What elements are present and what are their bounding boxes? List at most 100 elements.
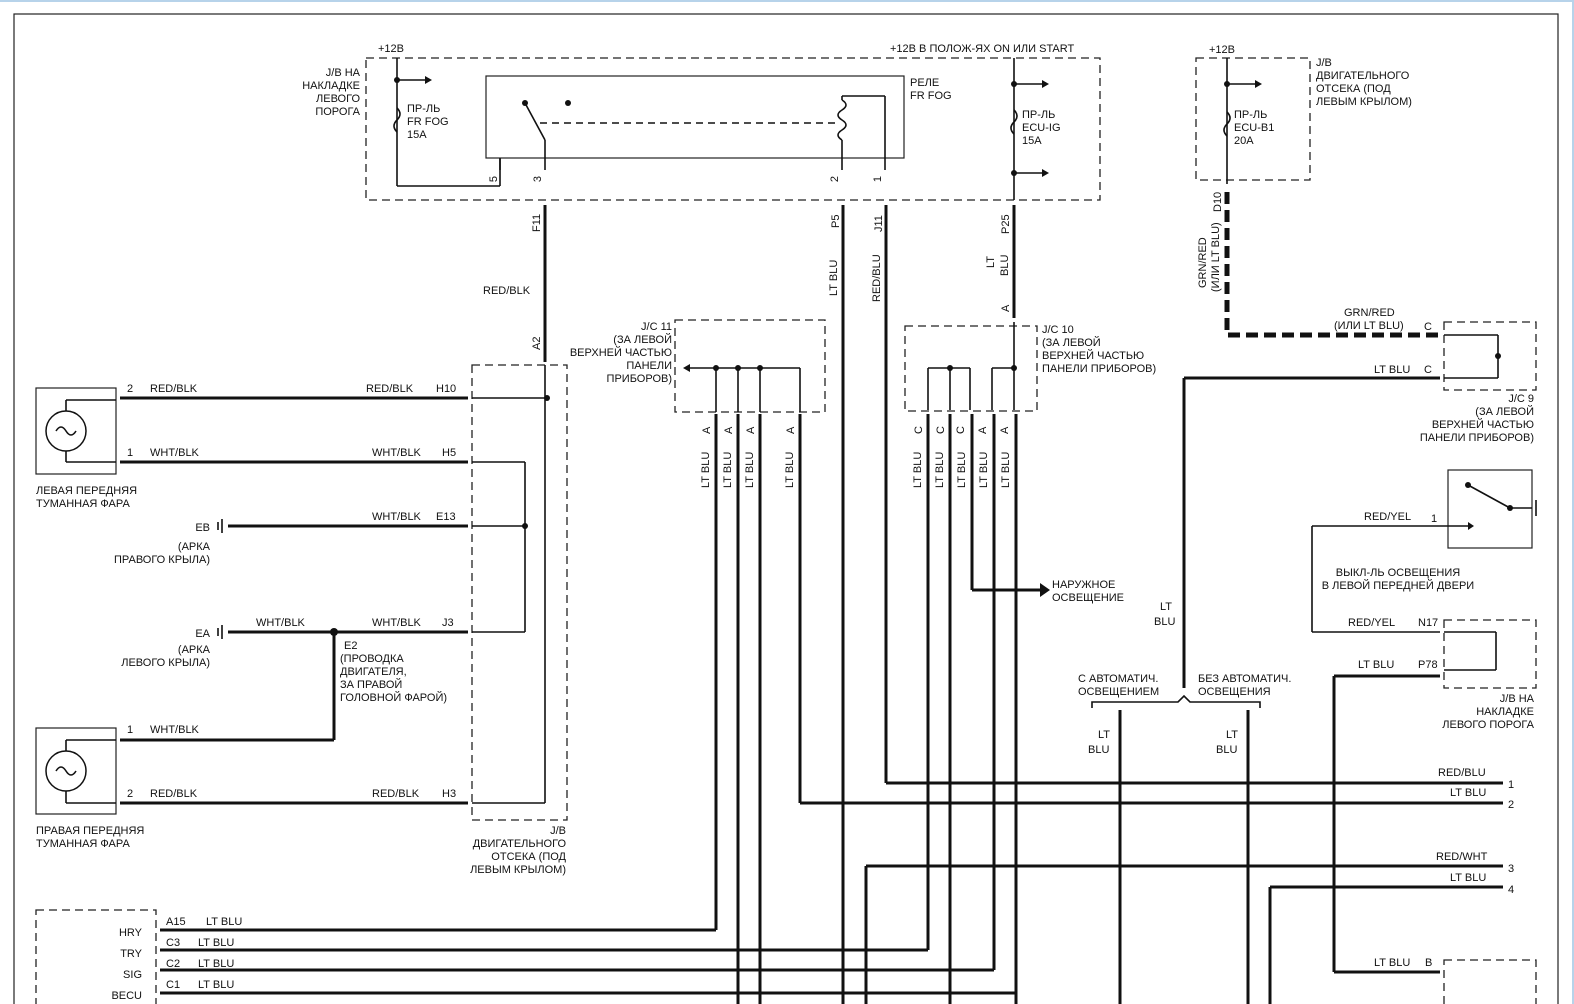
svg-text:J/B: J/B [550,825,566,837]
svg-text:WHT/BLK: WHT/BLK [150,447,200,459]
svg-text:НАКЛАДКЕ: НАКЛАДКЕ [302,80,360,92]
svg-text:БЕЗ АВТОМАТИЧ.: БЕЗ АВТОМАТИЧ. [1198,673,1291,685]
svg-text:ЛЕВОГО: ЛЕВОГО [316,93,360,105]
svg-text:C1: C1 [166,979,180,991]
svg-text:B: B [1425,957,1432,969]
svg-text:РЕЛЕ: РЕЛЕ [910,77,939,89]
svg-text:(ЗА ЛЕВОЙ: (ЗА ЛЕВОЙ [1042,336,1101,349]
svg-text:(ИЛИ LT BLU): (ИЛИ LT BLU) [1334,320,1404,332]
svg-text:ОТСЕКА (ПОД: ОТСЕКА (ПОД [491,851,566,863]
svg-text:В ЛЕВОЙ ПЕРЕДНЕЙ ДВЕРИ: В ЛЕВОЙ ПЕРЕДНЕЙ ДВЕРИ [1322,579,1474,592]
svg-text:A15: A15 [166,916,186,928]
svg-text:ТУМАННАЯ ФАРА: ТУМАННАЯ ФАРА [36,838,130,850]
svg-text:J11: J11 [873,215,885,232]
svg-text:WHT/BLK: WHT/BLK [372,447,422,459]
svg-text:WHT/BLK: WHT/BLK [256,617,306,629]
svg-text:LT BLU: LT BLU [1450,872,1486,884]
svg-text:+12В: +12В [378,43,404,55]
jc9: C C J/C 9 (ЗА ЛЕВОЙ ВЕРХНЕЙ ЧАСТЬЮ ПАНЕЛ… [1420,321,1537,444]
svg-text:N17: N17 [1418,617,1438,629]
svg-text:A2: A2 [531,337,543,350]
relay-fr-fog: РЕЛЕ FR FOG 5 3 2 1 [485,75,952,182]
svg-text:A: A [785,426,797,434]
svg-text:RED/BLU: RED/BLU [871,254,883,302]
svg-text:LT BLU: LT BLU [206,916,242,928]
svg-text:C2: C2 [166,958,180,970]
svg-text:ОСВЕЩЕНИЯ: ОСВЕЩЕНИЯ [1198,686,1271,698]
jc11-wires: LT BLU LT BLU LT BLU LT BLU [700,414,1503,1004]
svg-text:C: C [935,426,947,434]
svg-text:C: C [1424,364,1432,376]
svg-text:1: 1 [1508,779,1514,791]
svg-text:LT BLU: LT BLU [828,260,840,296]
svg-text:НАКЛАДКЕ: НАКЛАДКЕ [1476,706,1534,718]
svg-text:(АРКА: (АРКА [178,541,211,553]
svg-text:LT BLU: LT BLU [744,452,756,488]
svg-text:15A: 15A [1022,135,1042,147]
wire-d10-grn-red: GRN/RED (ИЛИ LT BLU) GRN/RED (ИЛИ LT BLU… [1197,192,1440,338]
svg-text:LT BLU: LT BLU [1374,957,1410,969]
svg-text:LT: LT [1098,729,1110,741]
svg-text:A: A [999,426,1011,434]
wire-left-fog: 2 RED/BLK RED/BLK H10 1 WHT/BLK WHT/BLK … [120,383,468,464]
svg-text:3: 3 [532,176,544,182]
svg-text:20A: 20A [1234,135,1254,147]
svg-text:RED/BLK: RED/BLK [483,285,531,297]
fuse-fr-fog: ПР-ЛЬ FR FOG 15A [393,58,501,187]
svg-text:GRN/RED: GRN/RED [1344,307,1395,319]
svg-text:ГОЛОВНОЙ ФАРОЙ): ГОЛОВНОЙ ФАРОЙ) [340,691,447,704]
svg-text:J3: J3 [442,617,454,629]
svg-text:LT BLU: LT BLU [198,979,234,991]
auto-lighting-branch: С АВТОМАТИЧ. ОСВЕЩЕНИЕМ БЕЗ АВТОМАТИЧ. О… [1078,673,1291,1004]
svg-text:C: C [913,426,925,434]
svg-text:J/C 10: J/C 10 [1042,324,1074,336]
svg-text:RED/BLK: RED/BLK [366,383,414,395]
svg-text:1: 1 [127,724,133,736]
svg-text:LT BLU: LT BLU [700,452,712,488]
svg-text:BLU: BLU [1216,744,1237,756]
svg-text:A: A [1000,304,1012,312]
svg-text:ОТСЕКА (ПОД: ОТСЕКА (ПОД [1316,83,1391,95]
svg-text:3: 3 [1508,863,1514,875]
svg-text:НАРУЖНОЕ: НАРУЖНОЕ [1052,579,1115,591]
svg-text:E13: E13 [436,511,456,523]
svg-text:ПАНЕЛИ ПРИБОРОВ): ПАНЕЛИ ПРИБОРОВ) [1420,432,1534,444]
wire-red-yel: RED/YEL 1 RED/YEL N17 [1311,511,1440,633]
svg-text:LT BLU: LT BLU [912,452,924,488]
svg-text:4: 4 [1508,884,1514,896]
ground-ea: EA (АРКА ЛЕВОГО КРЫЛА) WHT/BLK WHT/BLK J… [121,617,468,740]
jc10: J/C 10 (ЗА ЛЕВОЙ ВЕРХНЕЙ ЧАСТЬЮ ПАНЕЛИ П… [904,322,1156,434]
svg-text:LT: LT [1160,601,1172,613]
svg-text:J/B НА: J/B НА [326,67,361,79]
svg-text:LT BLU: LT BLU [934,452,946,488]
svg-text:LT BLU: LT BLU [784,452,796,488]
svg-text:ВЕРХНЕЙ ЧАСТЬЮ: ВЕРХНЕЙ ЧАСТЬЮ [1042,349,1144,362]
svg-text:(ПРОВОДКА: (ПРОВОДКА [340,653,404,665]
svg-text:ЛЕВАЯ ПЕРЕДНЯЯ: ЛЕВАЯ ПЕРЕДНЯЯ [36,485,137,497]
svg-text:RED/YEL: RED/YEL [1364,511,1411,523]
wire-p5-lt-blu: P5 LT BLU [828,205,845,1004]
svg-text:ЛЕВОГО ПОРОГА: ЛЕВОГО ПОРОГА [1442,719,1534,731]
svg-text:GRN/RED: GRN/RED [1197,237,1209,288]
door-light-switch: ВЫКЛ-ЛЬ ОСВЕЩЕНИЯ В ЛЕВОЙ ПЕРЕДНЕЙ ДВЕРИ [1322,469,1537,592]
svg-text:ОСВЕЩЕНИЕМ: ОСВЕЩЕНИЕМ [1078,686,1159,698]
svg-text:ВЫКЛ-ЛЬ ОСВЕЩЕНИЯ: ВЫКЛ-ЛЬ ОСВЕЩЕНИЯ [1336,567,1461,579]
svg-text:P5: P5 [830,215,842,228]
svg-text:1: 1 [1431,513,1437,525]
jb-sill-right: J/B НА НАКЛАДКЕ ЛЕВОГО ПОРОГА [1442,619,1537,731]
svg-text:ДВИГАТЕЛЬНОГО: ДВИГАТЕЛЬНОГО [1316,70,1410,82]
svg-text:TRY: TRY [120,948,142,960]
svg-text:С АВТОМАТИЧ.: С АВТОМАТИЧ. [1078,673,1158,685]
svg-text:A: A [977,426,989,434]
wire-f11-red-blk: F11 RED/BLK A2 [483,205,547,362]
svg-text:BLU: BLU [1154,616,1175,628]
svg-text:ТУМАННАЯ ФАРА: ТУМАННАЯ ФАРА [36,498,130,510]
left-fog-lamp: ЛЕВАЯ ПЕРЕДНЯЯ ТУМАННАЯ ФАРА [35,387,137,510]
svg-text:ПРАВОГО КРЫЛА): ПРАВОГО КРЫЛА) [114,554,210,566]
svg-text:(ЗА ЛЕВОЙ: (ЗА ЛЕВОЙ [613,333,672,346]
svg-text:BLU: BLU [1088,744,1109,756]
svg-text:ДВИГАТЕЛЯ,: ДВИГАТЕЛЯ, [340,666,407,678]
svg-text:2: 2 [1508,799,1514,811]
jc10-wires: LT BLU LT BLU LT BLU LT BLU LT BLU НАРУЖ… [912,414,1124,1004]
svg-text:2: 2 [829,176,841,182]
